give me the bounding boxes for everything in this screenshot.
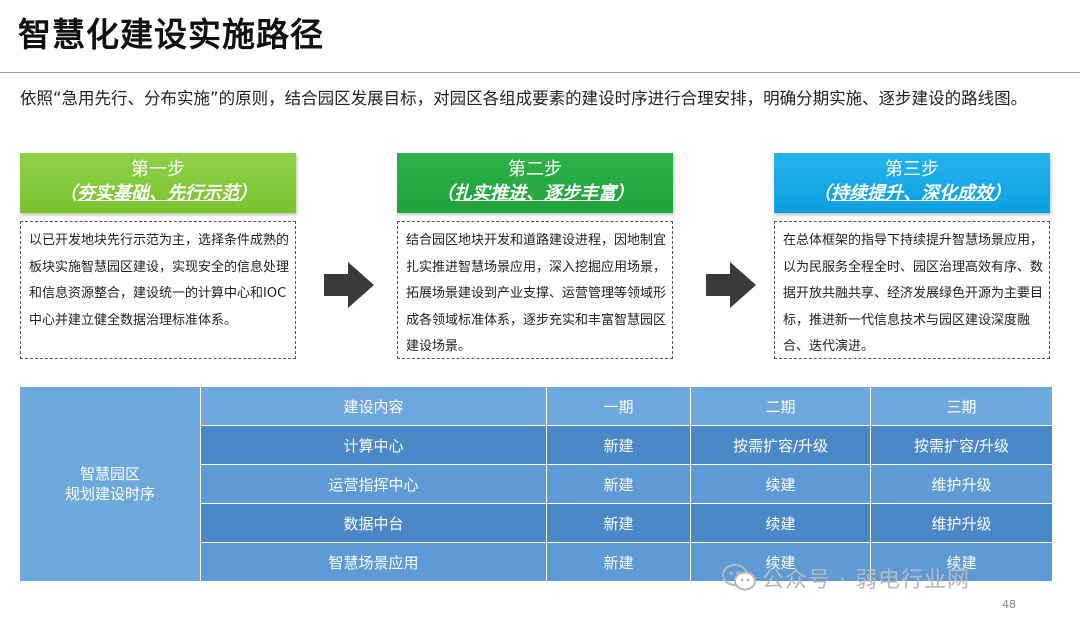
table-cell: 续建: [870, 542, 1053, 582]
table-row: 数据中台 新建 续建 维护升级: [20, 503, 1053, 543]
wechat-icon: [722, 564, 756, 591]
table-cell: 维护升级: [870, 464, 1053, 504]
page-title: 智慧化建设实施路径: [18, 15, 324, 54]
table-cell: 计算中心: [200, 425, 547, 465]
table-cell: 新建: [546, 464, 691, 504]
step-3-subtitle-text: 持续提升、深化成效: [831, 183, 993, 204]
table-header-row: 智慧园区规划建设时序 建设内容 一期 二期 三期: [19, 386, 1053, 582]
step-3-label: 第三步: [885, 159, 939, 180]
table-cell: 新建: [546, 542, 691, 582]
right-arrow-icon: [324, 262, 374, 308]
step-1-header: 第一步 （夯实基础、先行示范）: [20, 153, 296, 213]
step-1-description: 以已开发地块先行示范为主，选择条件成熟的板块实施智慧园区建设，实现安全的信息处理…: [20, 221, 296, 359]
step-3-description: 在总体框架的指导下持续提升智慧场景应用，以为民服务全程全时、园区治理高效有序、数…: [774, 221, 1050, 359]
table-header-cell: 一期: [546, 386, 691, 426]
table-row-label: 智慧园区规划建设时序: [19, 386, 201, 582]
table-cell: 按需扩容/升级: [870, 425, 1053, 465]
table-row: 计算中心 新建 按需扩容/升级 按需扩容/升级: [20, 425, 1053, 465]
table-header-cell: 三期: [870, 386, 1053, 426]
table-cell: 续建: [690, 464, 871, 504]
step-3-subtitle: （持续提升、深化成效）: [813, 183, 1011, 204]
table-cell: 数据中台: [200, 503, 547, 543]
right-arrow-icon: [706, 262, 756, 308]
step-2-label: 第二步: [508, 159, 562, 180]
table-cell: 维护升级: [870, 503, 1053, 543]
title-divider: [0, 72, 1080, 73]
step-2-description: 结合园区地块开发和道路建设进程，因地制宜扎实推进智慧场景应用，深入挖掘应用场景，…: [397, 221, 673, 359]
step-1-subtitle-text: 夯实基础、先行示范: [77, 183, 239, 204]
table-cell: 新建: [546, 425, 691, 465]
table-header-cell: 建设内容: [200, 386, 547, 426]
construction-schedule-table: 智慧园区规划建设时序 建设内容 一期 二期 三期 计算中心 新建 按需扩容/升级…: [19, 386, 1053, 582]
step-2-subtitle: （扎实推进、逐步丰富）: [436, 183, 634, 204]
step-1-label: 第一步: [131, 159, 185, 180]
table-cell: 智慧场景应用: [200, 542, 547, 582]
page-number: 48: [1002, 598, 1016, 611]
table-header-cell: 二期: [690, 386, 871, 426]
step-2-subtitle-text: 扎实推进、逐步丰富: [454, 183, 616, 204]
step-3-header: 第三步 （持续提升、深化成效）: [774, 153, 1050, 213]
intro-paragraph: 依照“急用先行、分布实施”的原则，结合园区发展目标，对园区各组成要素的建设时序进…: [20, 89, 1028, 108]
table-row: 运营指挥中心 新建 续建 维护升级: [20, 464, 1053, 504]
table-cell: 运营指挥中心: [200, 464, 547, 504]
table-cell: 续建: [690, 542, 871, 582]
table-row: 智慧场景应用 新建 续建 续建: [20, 542, 1053, 582]
table-cell: 新建: [546, 503, 691, 543]
table-cell: 按需扩容/升级: [690, 425, 871, 465]
watermark: 公众号 · 弱电行业网: [722, 562, 970, 594]
watermark-text: 公众号 · 弱电行业网: [762, 568, 970, 593]
table-cell: 续建: [690, 503, 871, 543]
step-1-subtitle: （夯实基础、先行示范）: [59, 183, 257, 204]
step-2-header: 第二步 （扎实推进、逐步丰富）: [397, 153, 673, 213]
